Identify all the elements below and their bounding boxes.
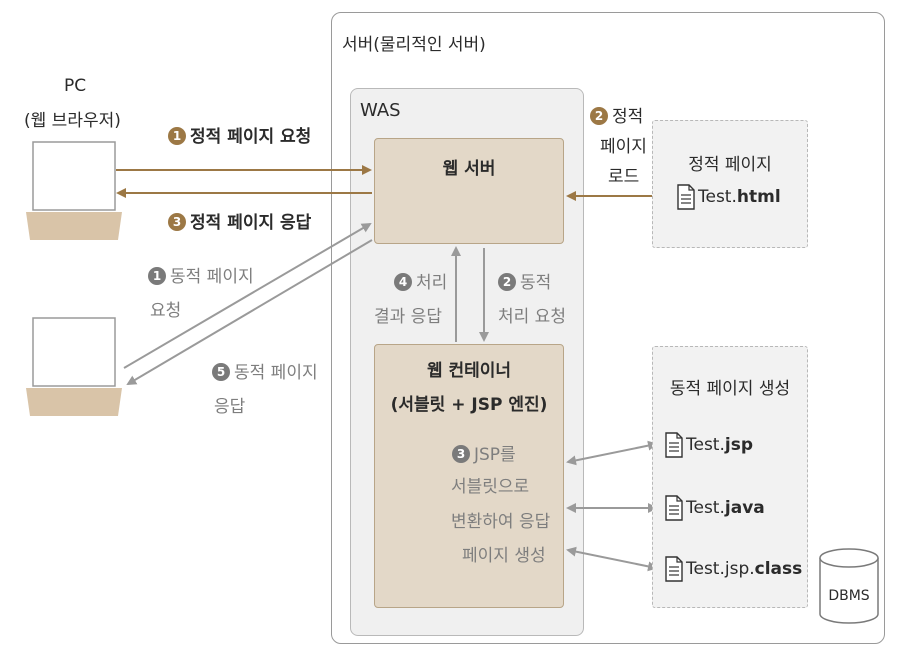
document-icon (665, 556, 683, 582)
server-title: 서버(물리적인 서버) (342, 35, 486, 55)
document-icon (665, 495, 683, 521)
jsp-convert-line4: 페이지 생성 (462, 546, 546, 566)
dynamic-process-line2: 처리 요청 (498, 307, 566, 327)
web-server-box (374, 138, 564, 244)
web-container-box (374, 344, 564, 608)
static-page-box (652, 120, 808, 248)
dynamic-response-line2: 응답 (214, 397, 246, 417)
laptop-icon (26, 141, 122, 240)
static-page-title: 정적 페이지 (688, 155, 772, 175)
file-name-base: Test. (686, 435, 725, 455)
step-badge: 4 (394, 273, 412, 291)
jsp-convert-line2: 서블릿으로 (451, 477, 530, 497)
step-badge: 1 (148, 267, 166, 285)
dynamic-request-arrow (123, 222, 372, 369)
file-ext: html (736, 187, 781, 207)
jsp-convert-line3: 변환하여 응답 (451, 512, 551, 532)
file-ext: jsp (724, 435, 754, 455)
file-name-base: Test. (698, 187, 737, 207)
dynamic-request-line2: 요청 (150, 301, 182, 321)
document-icon (677, 184, 695, 210)
was-label: WAS (360, 100, 401, 121)
laptop-icon (26, 317, 122, 416)
document-icon (665, 432, 683, 458)
web-container-label: 웹 컨테이너 (426, 361, 512, 381)
process-response-line2: 결과 응답 (374, 307, 442, 327)
class-file-entry: Test.jsp.class (664, 556, 802, 582)
jsp-file-entry: Test.jsp (664, 432, 753, 458)
database-icon (819, 548, 879, 624)
static-load-line2: 페이지 (600, 137, 647, 157)
file-ext: java (724, 498, 765, 518)
web-server-label: 웹 서버 (442, 159, 496, 179)
jsp-file-arrow (566, 440, 658, 466)
file-ext: class (754, 559, 803, 579)
dynamic-response-arrow (126, 239, 373, 386)
static-file-entry: Test.html (676, 184, 781, 210)
step-badge: 2 (590, 107, 608, 125)
dynamic-page-title: 동적 페이지 생성 (669, 379, 791, 399)
dbms-label: DBMS (828, 588, 870, 604)
pc-sublabel: (웹 브라우저) (24, 111, 121, 131)
step-badge: 2 (498, 273, 516, 291)
physical-server-box (331, 12, 885, 644)
step-badge: 3 (452, 445, 470, 463)
step-badge: 3 (168, 213, 186, 231)
step-badge: 1 (168, 127, 186, 145)
web-container-sublabel: (서블릿 + JSP 엔진) (390, 395, 548, 415)
class-file-arrow (566, 546, 658, 572)
file-name-base: Test. (686, 498, 725, 518)
step-badge: 5 (212, 363, 230, 381)
file-name-base: Test.jsp. (686, 559, 755, 579)
static-load-line3: 로드 (608, 167, 640, 187)
pc-label: PC (63, 76, 87, 96)
java-file-entry: Test.java (664, 495, 765, 521)
